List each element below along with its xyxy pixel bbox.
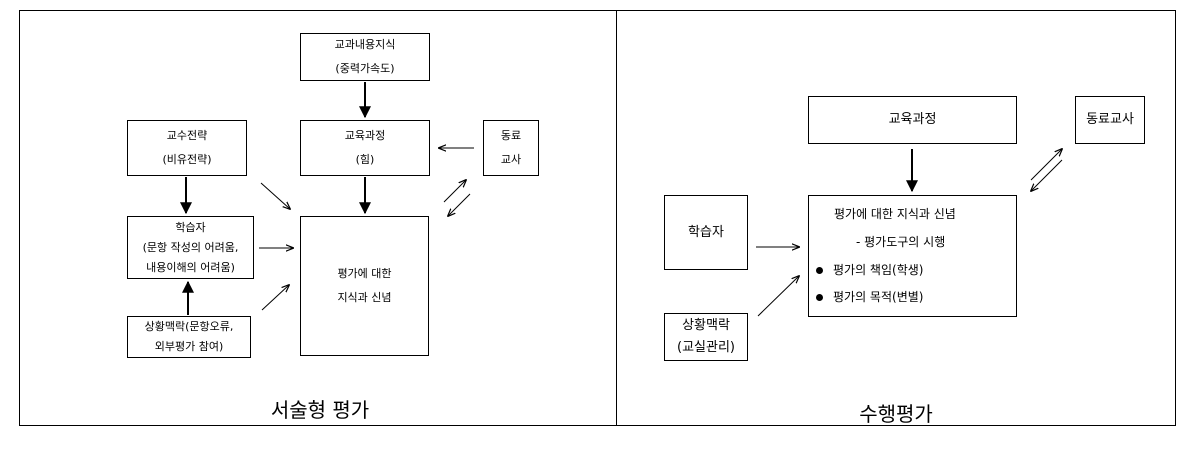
context-line2: 외부평가 참여) xyxy=(154,340,224,353)
right-bullet-text: 평가의 목적(변별) xyxy=(833,290,924,304)
bullet-dot-icon xyxy=(816,293,823,301)
arrow-colleague-belief-up xyxy=(443,180,466,203)
curriculum-line2: (힘) xyxy=(355,153,375,166)
colleague-box: 동료 교사 xyxy=(483,120,539,176)
assessment-belief-box: 평가에 대한 지식과 신념 xyxy=(300,216,429,356)
right-assessment-belief-subtitle: - 평가도구의 시행 xyxy=(856,235,946,249)
arrow-right-context-to-belief xyxy=(757,276,799,317)
content-knowledge-line1: 교과내용지식 xyxy=(334,38,396,51)
right-learner-label: 학습자 xyxy=(688,224,724,240)
right-colleague-box: 동료교사 xyxy=(1075,96,1145,144)
colleague-line1: 동료 xyxy=(500,129,522,142)
context-box: 상황맥락(문항오류, 외부평가 참여) xyxy=(127,316,251,358)
arrow-right-colleague-belief-up xyxy=(1030,149,1062,181)
assessment-belief-line2: 지식과 신념 xyxy=(337,291,392,304)
right-panel xyxy=(616,10,1176,426)
curriculum-box: 교육과정 (힘) xyxy=(300,120,430,176)
right-colleague-label: 동료교사 xyxy=(1086,112,1134,127)
arrow-right-colleague-belief-down xyxy=(1031,159,1063,191)
right-learner-box: 학습자 xyxy=(664,195,748,270)
right-context-line1: 상황맥락 xyxy=(682,318,730,333)
left-caption: 서술형 평가 xyxy=(270,398,370,422)
learner-box: 학습자 (문항 작성의 어려움, 내용이해의 어려움) xyxy=(127,216,254,279)
bullet-dot-icon xyxy=(816,266,823,274)
right-curriculum-box: 교육과정 xyxy=(808,96,1017,144)
learner-line3: 내용이해의 어려움) xyxy=(146,260,235,274)
teaching-strategy-line1: 교수전략 xyxy=(166,129,208,142)
content-knowledge-line2: (중력가속도) xyxy=(335,62,395,75)
right-assessment-belief-box xyxy=(808,195,1017,317)
assessment-belief-line1: 평가에 대한 xyxy=(337,267,392,280)
arrow-context-to-belief xyxy=(261,285,289,311)
teaching-strategy-line2: (비유전략) xyxy=(162,153,212,166)
arrow-colleague-belief-down xyxy=(448,193,471,216)
curriculum-line1: 교육과정 xyxy=(344,129,386,142)
right-assessment-belief-title: 평가에 대한 지식과 신념 xyxy=(834,207,956,221)
right-caption: 수행평가 xyxy=(859,402,933,426)
learner-line2: (문항 작성의 어려움, xyxy=(142,240,239,254)
right-bullet-item: 평가의 목적(변별) xyxy=(816,284,923,310)
context-line1: 상황맥락(문항오류, xyxy=(144,320,234,333)
colleague-line2: 교사 xyxy=(500,153,522,166)
teaching-strategy-box: 교수전략 (비유전략) xyxy=(127,120,247,176)
right-curriculum-label: 교육과정 xyxy=(888,112,937,127)
right-bullet-item: 평가의 책임(학생) xyxy=(816,257,923,283)
right-bullet-text: 평가의 책임(학생) xyxy=(833,263,924,277)
content-knowledge-box: 교과내용지식 (중력가속도) xyxy=(300,33,430,81)
right-context-box: 상황맥락 (교실관리) xyxy=(664,313,748,361)
right-context-line2: (교실관리) xyxy=(677,340,735,355)
arrow-strategy-to-belief xyxy=(260,182,290,209)
learner-line1: 학습자 xyxy=(175,220,206,234)
